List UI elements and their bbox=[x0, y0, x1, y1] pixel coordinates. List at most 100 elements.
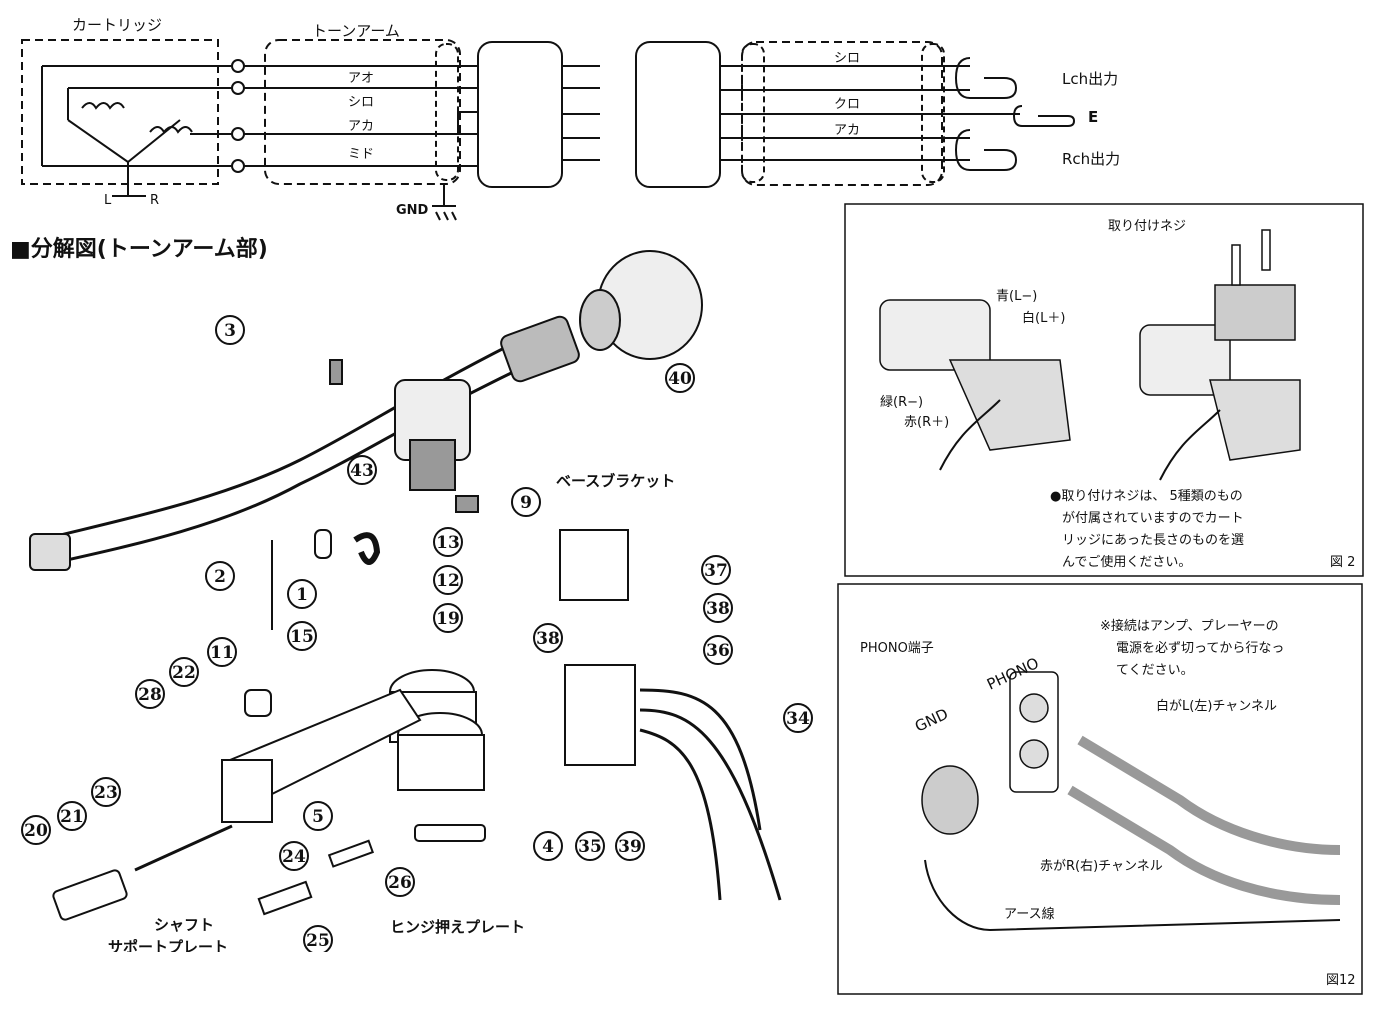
callout-12 bbox=[433, 565, 463, 595]
gnd-plug bbox=[1012, 105, 1076, 127]
arm-rear bbox=[500, 315, 580, 383]
callout-9 bbox=[511, 487, 541, 517]
svg-text:34: 34 bbox=[786, 709, 810, 729]
callout-3 bbox=[215, 315, 245, 345]
tonearm-label: トーンアーム bbox=[312, 22, 400, 40]
section-title: ■分解図(トーンアーム部) bbox=[10, 236, 268, 262]
callout-43 bbox=[347, 455, 377, 485]
fig2-label: 図 2 bbox=[1330, 555, 1355, 570]
svg-text:4: 4 bbox=[542, 837, 554, 857]
screw-1 bbox=[1231, 244, 1241, 286]
callout-39 bbox=[615, 831, 645, 861]
l-label: L bbox=[104, 193, 112, 208]
red-channel-label: 赤がR(右)チャンネル bbox=[1040, 859, 1163, 874]
connector-plug bbox=[477, 41, 563, 188]
svg-text:26: 26 bbox=[388, 873, 412, 893]
callout-38b bbox=[533, 623, 563, 653]
e-label: E bbox=[1088, 108, 1098, 126]
lch-label: Lch出力 bbox=[1062, 70, 1118, 88]
svg-text:40: 40 bbox=[668, 369, 692, 389]
svg-text:35: 35 bbox=[578, 837, 602, 857]
ground-wire-label: アース線 bbox=[1004, 906, 1055, 922]
gnd-knob bbox=[921, 765, 979, 835]
svg-text:13: 13 bbox=[436, 533, 460, 553]
shaft-label: シャフト bbox=[154, 916, 214, 934]
cartridge-body bbox=[1214, 284, 1296, 341]
cartridge-box bbox=[21, 39, 219, 185]
rca-plug-l bbox=[954, 57, 1018, 99]
svg-text:3: 3 bbox=[224, 321, 236, 341]
callout-2 bbox=[205, 561, 235, 591]
shaft bbox=[134, 824, 233, 872]
callout-20 bbox=[21, 815, 51, 845]
wiring-labels: カートリッジ トーンアーム アオ シロ アカ ミド シロ クロ アカ Lch出力… bbox=[72, 16, 1120, 218]
callout-35 bbox=[575, 831, 605, 861]
headshell-connector bbox=[29, 533, 71, 571]
fig12-drawing bbox=[921, 671, 1341, 932]
red-wire-label: 赤(R＋) bbox=[904, 415, 949, 430]
callout-15 bbox=[287, 621, 317, 651]
svg-text:43: 43 bbox=[350, 461, 374, 481]
cartridge-label: カートリッジ bbox=[72, 16, 162, 34]
svg-text:12: 12 bbox=[436, 571, 460, 591]
rca-plug-r bbox=[954, 129, 1018, 171]
fig2-note-1: ●取り付けネジは、 5種類のもの bbox=[1050, 488, 1243, 504]
svg-text:39: 39 bbox=[618, 837, 642, 857]
screw-2 bbox=[1261, 229, 1271, 271]
callouts bbox=[21, 315, 813, 955]
svg-text:36: 36 bbox=[706, 641, 730, 661]
out-wire-label-2: クロ bbox=[834, 97, 860, 112]
r-label: R bbox=[150, 193, 159, 208]
callout-36 bbox=[703, 635, 733, 665]
svg-text:38: 38 bbox=[536, 629, 560, 649]
fig2-note-4: んでご使用ください。 bbox=[1062, 554, 1191, 570]
phono-terminal-label: PHONO端子 bbox=[860, 641, 934, 656]
callout-24 bbox=[279, 841, 309, 871]
wire-label-4: ミド bbox=[348, 147, 374, 162]
svg-text:2: 2 bbox=[214, 567, 226, 587]
phono-panel bbox=[1009, 671, 1059, 793]
svg-text:20: 20 bbox=[24, 821, 48, 841]
callout-38a bbox=[703, 593, 733, 623]
tonearm-box bbox=[264, 39, 461, 185]
svg-text:1: 1 bbox=[296, 585, 308, 605]
fig2-drawing bbox=[879, 229, 1301, 481]
svg-text:9: 9 bbox=[520, 493, 532, 513]
wire-label-3: アカ bbox=[348, 119, 374, 134]
callout-26 bbox=[385, 867, 415, 897]
fig12-note-3: てください。 bbox=[1116, 663, 1194, 678]
callout-22 bbox=[169, 657, 199, 687]
svg-text:38: 38 bbox=[706, 599, 730, 619]
svg-text:22: 22 bbox=[172, 663, 196, 683]
cartridge-block bbox=[559, 529, 629, 601]
callout-28 bbox=[135, 679, 165, 709]
callout-40 bbox=[665, 363, 695, 393]
rch-label: Rch出力 bbox=[1062, 150, 1120, 168]
svg-text:25: 25 bbox=[306, 931, 330, 951]
callout-4 bbox=[533, 831, 563, 861]
callout-1 bbox=[287, 579, 317, 609]
svg-text:19: 19 bbox=[436, 609, 460, 629]
svg-text:11: 11 bbox=[210, 643, 234, 663]
svg-text:15: 15 bbox=[290, 627, 314, 647]
callout-34 bbox=[783, 703, 813, 733]
fig2-note-3: リッジにあった長さのものを選 bbox=[1062, 533, 1244, 548]
svg-text:23: 23 bbox=[94, 783, 118, 803]
white-wire-label: 白(L＋) bbox=[1022, 310, 1065, 326]
callout-37 bbox=[701, 555, 731, 585]
callout-13 bbox=[433, 527, 463, 557]
base-bracket-label: ベースブラケット bbox=[556, 472, 675, 490]
terminal-block bbox=[564, 664, 636, 766]
callout-23 bbox=[91, 777, 121, 807]
hinge-plate-label: ヒンジ押えプレート bbox=[390, 918, 525, 936]
green-wire-label: 緑(R−) bbox=[880, 395, 923, 410]
fig2-note-2: が付属されていますのでカート bbox=[1062, 511, 1244, 526]
handle bbox=[52, 869, 128, 921]
callout-11 bbox=[207, 637, 237, 667]
out-wire-label-1: シロ bbox=[834, 51, 860, 66]
blue-wire-label: 青(L−) bbox=[996, 289, 1037, 304]
callout-numbers: 3 40 43 9 2 1 13 12 15 19 11 22 28 23 5 … bbox=[24, 321, 810, 951]
svg-text:5: 5 bbox=[312, 807, 324, 827]
svg-text:28: 28 bbox=[138, 685, 162, 705]
